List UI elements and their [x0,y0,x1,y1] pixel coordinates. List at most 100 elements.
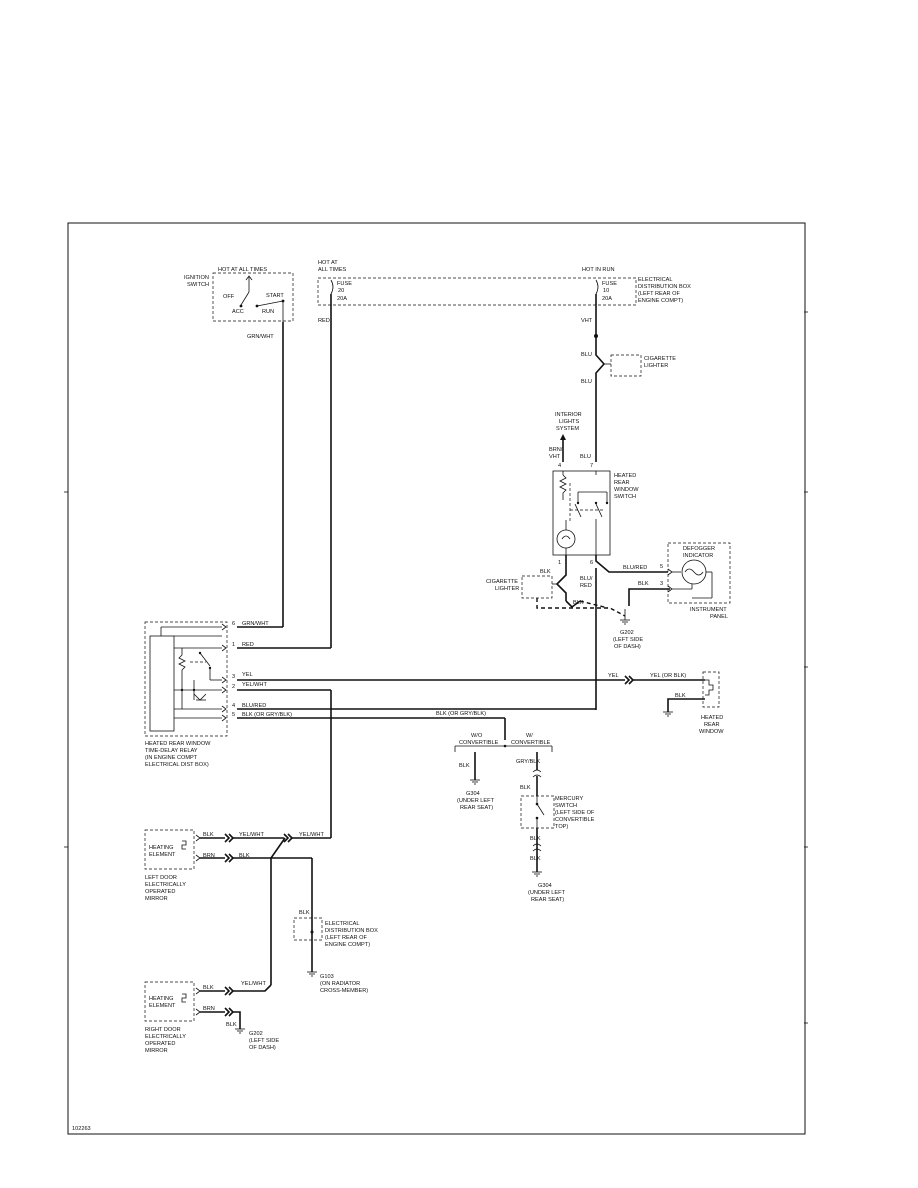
label-fuse-10-num: 10 [603,288,609,294]
label-blu-red-ind: BLU/RED [623,565,647,571]
label-mercury-loc-3: TOP) [555,824,568,830]
label-relay-name-1: HEATED REAR WINDOW [145,741,211,747]
label-rm-brn: BRN [203,1006,215,1012]
label-wo-conv-2: CONVERTIBLE [459,740,499,746]
label-hrw-2: REAR [704,722,720,728]
label-interior: INTERIOR [555,412,582,418]
label-rm-yel-wht: YEL/WHT [241,981,266,987]
fuse-20: FUSE 20 20A [330,279,352,302]
label-right-door: RIGHT DOOR [145,1027,181,1033]
label-rdm-2: ELECTRICALLY [145,1034,186,1040]
label-pin-5: 5 [232,712,235,718]
label-rm-blk2: BLK [226,1022,237,1028]
ignition-switch: HOT AT ALL TIMES IGNITION SWITCH OFF ACC… [184,267,294,322]
label-blu-red-sw-2: RED [580,583,592,589]
label-panel: PANEL [710,614,728,620]
label-blk-merc-top: BLK [520,785,531,791]
label-switch: SWITCH [187,282,209,288]
label-rdm-3: OPERATED [145,1041,175,1047]
label-blk-edb2: BLK [299,910,310,916]
left-door-mirror: HEATING ELEMENT [144,829,201,870]
label-fuse-20-num: 20 [338,288,344,294]
label-heating-element-2a: HEATING [149,996,173,1002]
label-pin-1: 1 [232,642,235,648]
label-hrw-switch-3: WINDOW [614,487,639,493]
label-fuse-10-rating: 20A [602,296,612,302]
ground-g202-b: G202 (LEFT SIDE OF DASH) [235,1028,279,1051]
label-hrw-switch-4: SWITCH [614,494,636,500]
label-g202b-loc-2: OF DASH) [249,1045,276,1051]
label-fuse-20-rating: 20A [337,296,347,302]
label-run: RUN [262,309,274,315]
label-pin-6: 6 [232,621,235,627]
label-edb-2: DISTRIBUTION BOX [638,284,691,290]
label-hot-in-run: HOT IN RUN [582,267,615,273]
label-system: SYSTEM [556,426,579,432]
label-heating-element-1b: ELEMENT [149,852,176,858]
label-hot-at-all-times: HOT AT ALL TIMES [218,267,267,273]
label-ldm-4: MIRROR [145,896,168,902]
label-lm-blk2: BLK [239,853,250,859]
label-hot-at: HOT AT [318,260,338,266]
label-left-door: LEFT DOOR [145,875,177,881]
label-pin-3-ind: 3 [660,581,663,587]
label-pin-1-sw: 1 [558,560,561,566]
label-w-conv-1: W/ [526,733,533,739]
label-yel-or-blk: YEL (OR BLK) [650,673,686,679]
label-pin-7-top: 7 [590,463,593,469]
mercury-switch [520,795,555,829]
label-lighter-mid: LIGHTER [495,586,519,592]
label-heating-element-2b: ELEMENT [149,1003,176,1009]
label-indicator: INDICATOR [683,553,713,559]
label-relay-blu-red: BLU/RED [242,703,266,709]
label-blu-3: BLU [580,454,591,460]
time-delay-relay [144,621,228,737]
label-g202: G202 [620,630,634,636]
label-mercury-loc-2: CONVERTIBLE [555,817,595,823]
label-lights: LIGHTS [559,419,579,425]
label-relay-name-2: TIME-DELAY RELAY [145,748,198,754]
label-edb2-2: DISTRIBUTION BOX [325,928,378,934]
label-g103: G103 [320,974,334,980]
label-pin-5-ind: 5 [660,564,663,570]
label-hrw-switch-2: REAR [614,480,630,486]
label-g202b: G202 [249,1031,263,1037]
label-mercury-switch: SWITCH [555,803,577,809]
label-cigarette-mid: CIGARETTE [486,579,518,585]
label-wo-conv-1: W/O [471,733,483,739]
ground-g103: G103 (ON RADIATOR CROSS-MEMBER) [307,971,368,994]
label-hrw-switch-1: HEATED [614,473,636,479]
label-pin-4-top: 4 [558,463,561,469]
label-edb-3: (LEFT REAR OF [638,291,680,297]
label-defogger: DEFOGGER [683,546,715,552]
defogger-indicator: DEFOGGER INDICATOR 5 3 INSTRUMENT PANEL [660,542,731,620]
label-blk-g304a: BLK [459,763,470,769]
label-relay-yel-wht: YEL/WHT [242,682,267,688]
label-g202-loc-1: (LEFT SIDE [613,637,643,643]
label-rdm-4: MIRROR [145,1048,168,1054]
label-all-times: ALL TIMES [318,267,347,273]
label-lm-yel-wht-1: YEL/WHT [239,832,264,838]
figure-id: 102263 [72,1126,91,1132]
label-hrw-1: HEATED [701,715,723,721]
label-relay-blk-gry: BLK (OR GRY/BLK) [242,712,292,718]
ground-g202: G202 (LEFT SIDE OF DASH) [613,609,643,650]
label-g103-loc-1: (ON RADIATOR [320,981,360,987]
label-off: OFF [223,294,235,300]
heated-rear-window-switch [552,470,611,556]
label-lm-brn: BRN [203,853,215,859]
label-pin-4: 4 [232,703,235,709]
fuse-10: FUSE 10 20A [595,279,617,302]
label-relay-name-4: ELECTRICAL DIST BOX) [145,762,209,768]
label-g304b-loc-2: REAR SEAT) [531,897,564,903]
label-ldm-3: OPERATED [145,889,175,895]
label-blk-ind: BLK [638,581,649,587]
label-blk-or-gry: BLK (OR GRY/BLK) [436,711,486,717]
label-vht: VHT [581,318,593,324]
label-edb-4: ENGINE COMPT) [638,298,683,304]
diagram-frame [67,222,806,1135]
label-edb2-3: (LEFT REAR OF [325,935,367,941]
label-mercury: MERCURY [555,796,583,802]
label-relay-grn-wht: GRN/WHT [242,621,269,627]
label-brn-wht-2: VHT [549,454,561,460]
